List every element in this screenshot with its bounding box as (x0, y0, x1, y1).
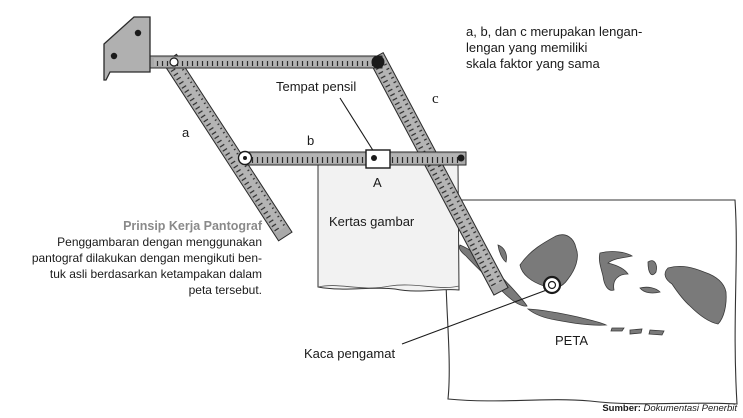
source-credit: Sumber: Dokumentasi Penerbit (602, 403, 737, 414)
pencil-holder-label: Tempat pensil (276, 79, 357, 94)
arm-a-label: a (182, 125, 190, 140)
arm-a (162, 53, 293, 242)
caption-line: tuk asli berdasarkan ketampakan dalam (49, 267, 262, 281)
caption-title: Prinsip Kerja Pantograf (123, 219, 262, 233)
scale-note-line: lengan yang memiliki (466, 40, 588, 55)
pencil-holder (365, 149, 391, 169)
anchor-base (103, 16, 151, 81)
arm-b-label: b (307, 133, 315, 148)
pivot-right (457, 154, 465, 162)
arm-c (368, 52, 509, 296)
lens-pointer (401, 287, 553, 345)
pivot-top-right (371, 55, 385, 69)
drawing-paper (317, 164, 460, 292)
magnifier-lens (542, 275, 562, 295)
caption-line: peta tersebut. (188, 283, 262, 297)
scale-note-line: a, b, dan c merupakan lengan- (466, 24, 643, 39)
scale-note: a, b, dan c merupakan lengan- lengan yan… (466, 24, 706, 72)
source-prefix: Sumber: (602, 403, 641, 414)
point-a-label: A (373, 175, 382, 190)
map-label: PETA (555, 333, 588, 348)
arm-c-label: c (432, 91, 439, 107)
pivot-top-left (169, 57, 179, 67)
arm-b (245, 151, 467, 166)
figure-caption: Prinsip Kerja Pantograf Penggambaran den… (0, 218, 262, 298)
source-text: Dokumentasi Penerbit (643, 403, 737, 414)
magnifier-label: Kaca pengamat (304, 346, 396, 361)
drawing-paper-label: Kertas gambar (329, 214, 415, 229)
arm-top (149, 55, 383, 69)
pencil-pointer (339, 97, 375, 153)
caption-line: pantograf dilakukan dengan mengikuti ben… (31, 251, 262, 265)
caption-line: Penggambaran dengan menggunakan (57, 235, 262, 249)
scale-note-line: skala faktor yang sama (466, 56, 600, 71)
